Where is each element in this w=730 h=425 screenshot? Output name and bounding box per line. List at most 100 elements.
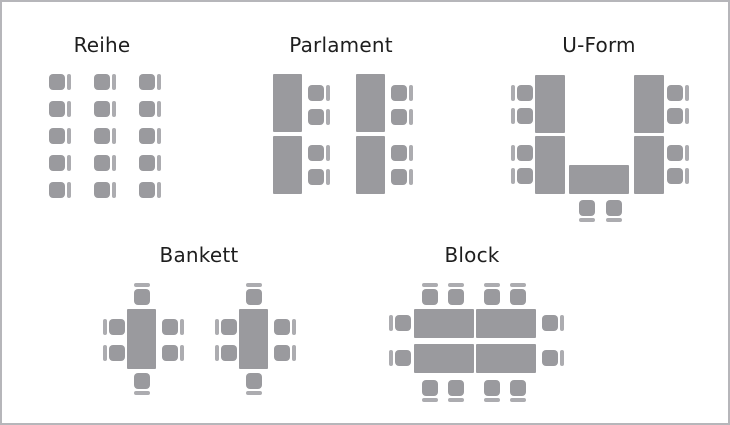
chair-seat	[246, 373, 262, 389]
chair-seat	[221, 319, 237, 335]
chair-seat	[109, 345, 125, 361]
chair-seat	[395, 350, 411, 366]
chair-seat	[422, 380, 438, 396]
chair-back	[67, 74, 71, 90]
chair-seat	[667, 168, 683, 184]
chair-back	[67, 101, 71, 117]
chair-back	[103, 319, 107, 335]
chair-back	[112, 101, 116, 117]
chair-back	[326, 109, 330, 125]
layout-label-parlament: Parlament	[289, 33, 393, 57]
chair-seat	[510, 380, 526, 396]
chair-back	[246, 391, 262, 395]
chair-seat	[94, 74, 110, 90]
chair-seat	[139, 182, 155, 198]
chair-seat	[448, 289, 464, 305]
chair-back	[326, 169, 330, 185]
chair-seat	[49, 155, 65, 171]
chair-seat	[308, 169, 324, 185]
chair-back	[180, 345, 184, 361]
chair-back	[67, 155, 71, 171]
chair-back	[246, 283, 262, 287]
chair-seat	[395, 315, 411, 331]
chair-back	[157, 128, 161, 144]
chair-seat	[162, 319, 178, 335]
chair-seat	[49, 74, 65, 90]
chair-seat	[308, 145, 324, 161]
chair-seat	[49, 182, 65, 198]
chair-back	[560, 350, 564, 366]
chair-seat	[162, 345, 178, 361]
chair-back	[685, 85, 689, 101]
chair-back	[685, 168, 689, 184]
chair-back	[510, 398, 526, 402]
chair-back	[67, 182, 71, 198]
chair-back	[112, 74, 116, 90]
layout-label-reihe: Reihe	[73, 33, 131, 57]
chair-seat	[49, 101, 65, 117]
chair-back	[112, 182, 116, 198]
chair-back	[409, 109, 413, 125]
chair-back	[510, 283, 526, 287]
chair-back	[484, 283, 500, 287]
chair-seat	[139, 74, 155, 90]
chair-back	[389, 350, 393, 366]
chair-back	[685, 108, 689, 124]
table	[569, 165, 629, 194]
table	[356, 74, 385, 132]
chair-back	[409, 85, 413, 101]
table	[634, 136, 664, 194]
chair-seat	[221, 345, 237, 361]
chair-seat	[579, 200, 595, 216]
layout-label-u-form: U-Form	[562, 33, 636, 57]
chair-seat	[510, 289, 526, 305]
table	[273, 136, 302, 194]
chair-back	[134, 391, 150, 395]
chair-seat	[274, 345, 290, 361]
chair-back	[606, 218, 622, 222]
chair-seat	[667, 108, 683, 124]
chair-seat	[667, 85, 683, 101]
table	[414, 344, 474, 373]
layout-label-bankett: Bankett	[159, 243, 239, 267]
layout-label-block: Block	[444, 243, 500, 267]
chair-seat	[274, 319, 290, 335]
chair-back	[215, 345, 219, 361]
chair-back	[157, 182, 161, 198]
chair-back	[215, 319, 219, 335]
chair-back	[157, 74, 161, 90]
chair-back	[157, 155, 161, 171]
chair-seat	[517, 85, 533, 101]
chair-seat	[109, 319, 125, 335]
chair-seat	[422, 289, 438, 305]
chair-back	[422, 398, 438, 402]
table	[535, 136, 565, 194]
chair-seat	[94, 182, 110, 198]
chair-seat	[308, 109, 324, 125]
table	[356, 136, 385, 194]
chair-back	[157, 101, 161, 117]
chair-back	[180, 319, 184, 335]
table	[273, 74, 302, 132]
chair-seat	[391, 169, 407, 185]
chair-seat	[94, 155, 110, 171]
chair-seat	[484, 380, 500, 396]
chair-back	[685, 145, 689, 161]
chair-back	[579, 218, 595, 222]
chair-seat	[134, 289, 150, 305]
chair-seat	[391, 85, 407, 101]
table	[476, 309, 536, 338]
table	[239, 309, 268, 369]
chair-back	[389, 315, 393, 331]
table	[476, 344, 536, 373]
chair-seat	[246, 289, 262, 305]
chair-seat	[517, 168, 533, 184]
table	[127, 309, 156, 369]
chair-back	[326, 85, 330, 101]
chair-back	[422, 283, 438, 287]
chair-back	[511, 108, 515, 124]
table	[634, 75, 664, 133]
chair-seat	[308, 85, 324, 101]
chair-seat	[94, 101, 110, 117]
